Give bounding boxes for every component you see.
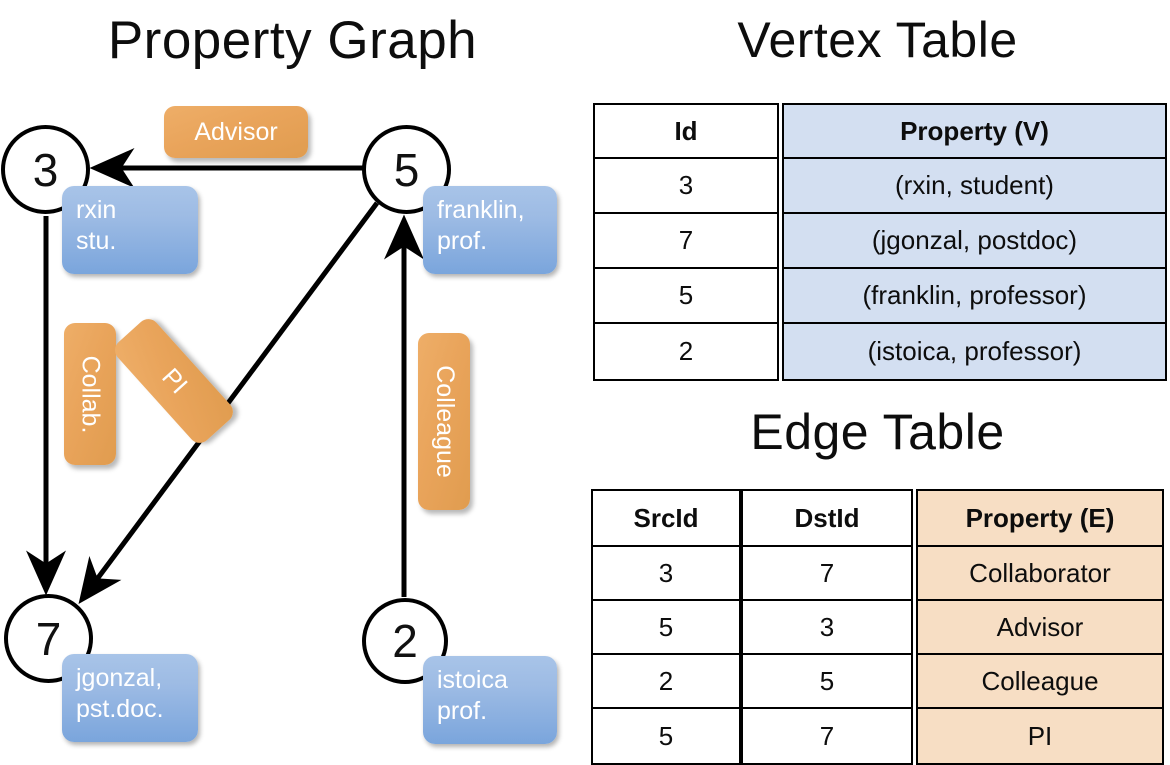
vertex-node-3-label: 3 (32, 143, 59, 196)
table-cell: (franklin, professor) (784, 269, 1165, 324)
vertex-table-header-id: Id (595, 105, 777, 159)
table-cell: Collaborator (918, 547, 1162, 601)
edge-table-header-srcid: SrcId (593, 491, 739, 547)
page-title-edge-table: Edge Table (750, 404, 1005, 460)
edge-label-collab: Collab. (64, 323, 116, 465)
table-cell: 3 (595, 159, 777, 214)
table-cell: Colleague (918, 655, 1162, 709)
vertex-table-header-property: Property (V) (784, 105, 1165, 159)
table-cell: 7 (743, 547, 911, 601)
table-cell: 5 (743, 655, 911, 709)
vertex-property-box-5: franklin, prof. (423, 186, 557, 274)
page-title-vertex-table: Vertex Table (737, 12, 1018, 68)
edge-table-col-dstid: DstId 7 3 5 7 (741, 489, 913, 765)
table-cell: Advisor (918, 601, 1162, 655)
vertex-table-col-id: Id 3 7 5 2 (593, 103, 779, 381)
vertex-table: Id 3 7 5 2 Property (V) (rxin, student) … (593, 103, 1167, 381)
table-cell: PI (918, 709, 1162, 763)
vertex-property-box-2: istoica prof. (423, 656, 557, 744)
edge-label-pi-text: PI (156, 362, 193, 399)
edge-label-colleague-text: Colleague (430, 365, 459, 478)
table-cell: 3 (743, 601, 911, 655)
edge-label-collab-text: Collab. (76, 355, 105, 433)
page-title-property-graph: Property Graph (107, 11, 478, 70)
edge-label-advisor-text: Advisor (194, 117, 278, 146)
table-cell: 5 (593, 709, 739, 763)
table-cell: (jgonzal, postdoc) (784, 214, 1165, 269)
table-cell: 2 (593, 655, 739, 709)
vertex-property-box-3: rxin stu. (62, 186, 198, 274)
table-cell: 7 (595, 214, 777, 269)
graph-edges-layer (26, 148, 424, 605)
vertex-node-5-label: 5 (393, 143, 420, 196)
edge-table-header-property: Property (E) (918, 491, 1162, 547)
vertex-node-2-label: 2 (392, 615, 418, 667)
table-cell: 7 (743, 709, 911, 763)
table-cell: 2 (595, 324, 777, 379)
edge-table-col-property: Property (E) Collaborator Advisor Collea… (916, 489, 1164, 765)
vertex-property-box-7: jgonzal, pst.doc. (62, 654, 198, 742)
table-cell: (rxin, student) (784, 159, 1165, 214)
vertex-table-col-property: Property (V) (rxin, student) (jgonzal, p… (782, 103, 1167, 381)
edge-table-col-srcid: SrcId 3 5 2 5 (591, 489, 741, 765)
edge-5-to-7-pi (78, 201, 380, 605)
vertex-node-2[interactable]: 2 (362, 598, 448, 684)
edge-table: SrcId 3 5 2 5 DstId 7 3 5 7 Property (E)… (591, 489, 1164, 765)
table-cell: 3 (593, 547, 739, 601)
table-cell: 5 (595, 269, 777, 324)
table-cell: (istoica, professor) (784, 324, 1165, 379)
property-graph-diagram: 3 5 7 2 rxin stu. franklin, prof. jgonza… (0, 0, 585, 760)
edge-label-colleague: Colleague (418, 333, 470, 510)
edge-label-advisor: Advisor (164, 106, 308, 158)
vertex-node-5[interactable]: 5 (362, 125, 451, 214)
edge-table-header-dstid: DstId (743, 491, 911, 547)
table-cell: 5 (593, 601, 739, 655)
vertex-node-7-label: 7 (35, 612, 62, 665)
